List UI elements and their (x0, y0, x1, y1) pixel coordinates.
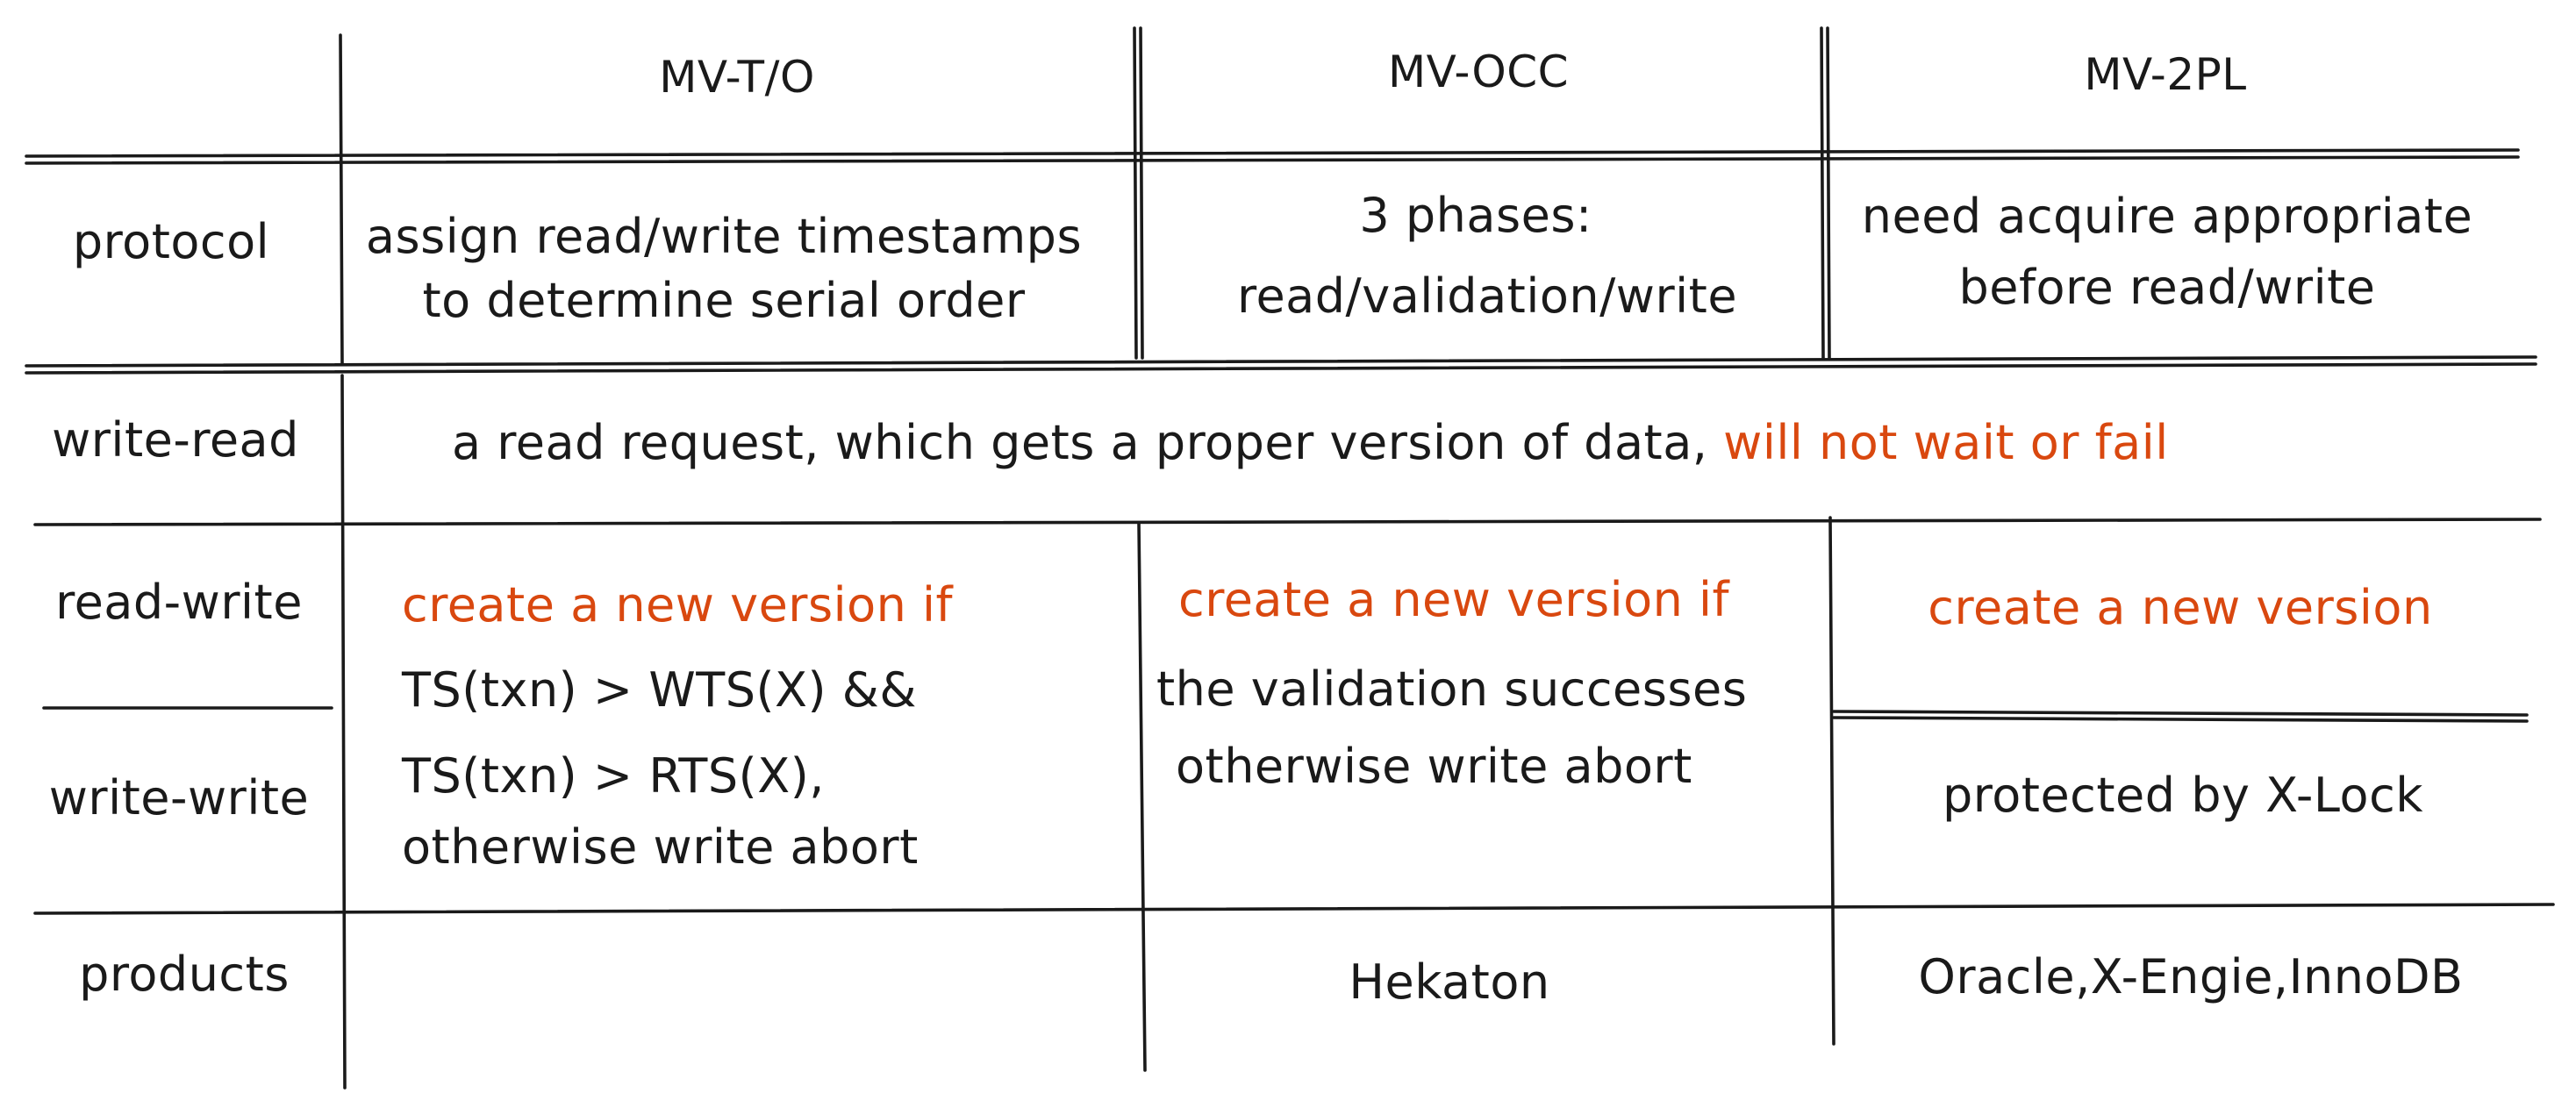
col-divider-2 (1820, 26, 1825, 360)
mvto-otherwise: otherwise write abort (402, 819, 919, 875)
col-divider-0b (340, 374, 347, 1090)
row-label-protocol: protocol (72, 214, 270, 269)
col-divider-1c (1137, 521, 1147, 1072)
protocol-mvocc-line-1: 3 phases: (1359, 188, 1592, 243)
write-read-text: a read request, which gets a proper vers… (452, 419, 2169, 467)
mvocc-validation: the validation successes (1156, 661, 1748, 717)
row-label-read-write: read-write (55, 575, 303, 630)
col-divider-1 (1133, 26, 1138, 360)
col-divider-0 (339, 33, 344, 365)
column-header-mv2pl: MV-2PL (2084, 49, 2247, 100)
protocol-mvto-line-2: to determine serial order (422, 273, 1026, 328)
mvto-condition-2: TS(txn) > RTS(X), (402, 748, 825, 804)
protocol-divider-inner (25, 362, 2537, 375)
mv2pl-protected: protected by X-Lock (1942, 768, 2424, 823)
row-label-write-write: write-write (48, 770, 310, 826)
column-header-mvocc: MV-OCC (1387, 46, 1570, 97)
column-header-mvto: MV-T/O (659, 52, 815, 103)
protocol-mv2pl-line-1: need acquire appropriate (1861, 189, 2473, 244)
mvto-condition-1: TS(txn) > WTS(X) && (402, 662, 917, 718)
write-read-divider (33, 518, 2542, 526)
header-divider (25, 148, 2520, 158)
rw-ww-divider-right (1832, 710, 2529, 717)
mvocc-create-version: create a new version if (1178, 572, 1730, 627)
mvocc-otherwise: otherwise write abort (1176, 739, 1692, 794)
row-label-products: products (79, 947, 290, 1002)
write-read-statement: a read request, which gets a proper vers… (452, 415, 1708, 470)
mvto-create-version: create a new version if (402, 577, 954, 633)
protocol-mvto-line-1: assign read/write timestamps (365, 209, 1083, 264)
col-divider-2b (1826, 26, 1831, 360)
products-divider (33, 903, 2555, 915)
rw-ww-divider-right-inner (1832, 716, 2529, 723)
protocol-divider (25, 355, 2537, 368)
protocol-mv2pl-line-2: before read/write (1958, 260, 2376, 315)
header-divider-inner (25, 155, 2520, 165)
col-divider-1b (1139, 26, 1144, 360)
products-mv2pl: Oracle,X-Engie,InnoDB (1918, 949, 2464, 1004)
row-label-write-read: write-read (52, 412, 299, 468)
write-read-highlight: will not wait or fail (1723, 415, 2169, 470)
protocol-mvocc-line-2: read/validation/write (1236, 268, 1738, 324)
col-divider-2c (1828, 516, 1835, 1046)
products-mvocc: Hekaton (1349, 954, 1550, 1010)
mv2pl-create-version: create a new version (1928, 580, 2433, 635)
